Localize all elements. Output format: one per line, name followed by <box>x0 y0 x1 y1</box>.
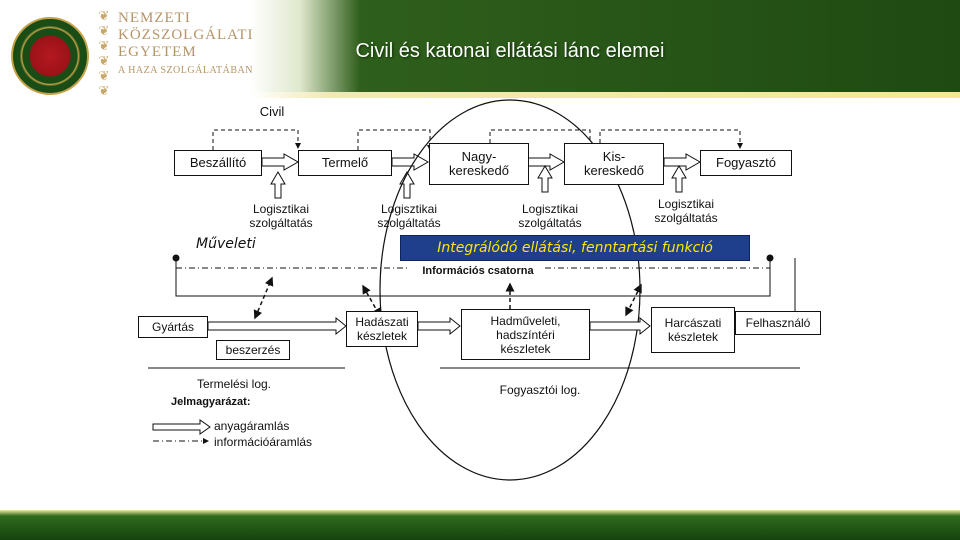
ornament-icon: ❦❦❦❦❦❦ <box>98 8 110 98</box>
legend-info-label: információáramlás <box>214 435 313 449</box>
service-label-1: Logisztikai szolgáltatás <box>249 202 313 230</box>
header-gold-line <box>0 92 960 98</box>
header-band <box>0 0 960 96</box>
logo-line3: EGYETEM <box>118 44 197 60</box>
service-label-3: Logisztikai szolgáltatás <box>518 202 582 230</box>
civil-material-arrows <box>261 153 702 171</box>
logo-line1: NEMZETI <box>118 10 191 26</box>
civil-label: Civil <box>259 104 285 119</box>
integration-banner: Integrálódó ellátási, fenntartási funkci… <box>400 235 750 261</box>
node-fogyaszto: Fogyasztó <box>700 150 792 176</box>
legend-title: Jelmagyarázat: <box>171 396 251 408</box>
slide-title: Civil és katonai ellátási lánc elemei <box>355 40 665 62</box>
node-gyartas: Gyártás <box>138 316 208 338</box>
footer-band <box>0 510 960 540</box>
node-kiskereskedo: Kis- kereskedő <box>564 143 664 185</box>
node-dot-left <box>172 254 180 262</box>
node-dot-right <box>766 254 774 262</box>
military-material-arrows <box>207 316 771 336</box>
node-termelo: Termelő <box>298 150 392 176</box>
service-label-2: Logisztikai szolgáltatás <box>377 202 441 230</box>
production-log-label: Termelési log. <box>196 377 272 391</box>
node-hadaszati: Hadászati készletek <box>346 311 418 347</box>
service-label-4: Logisztikai szolgáltatás <box>654 197 718 225</box>
node-felhasznalo: Felhasználó <box>735 311 821 335</box>
node-nagykereskedo: Nagy- kereskedő <box>429 143 529 185</box>
node-hadmuveleti: Hadműveleti, hadszíntéri készletek <box>461 309 590 360</box>
consumer-log-label: Fogyasztói log. <box>499 383 581 397</box>
logo-line4: A HAZA SZOLGÁLATÁBAN <box>118 65 253 76</box>
info-channel-label: Információs csatorna <box>422 265 534 277</box>
service-up-arrows <box>270 165 687 199</box>
logo-line2: KÖZSZOLGÁLATI <box>118 27 254 43</box>
university-seal-icon <box>11 17 89 95</box>
muveleti-label: Műveleti <box>196 236 256 252</box>
node-beszallito: Beszállító <box>174 150 262 176</box>
legend-material-arrow <box>152 419 211 435</box>
node-beszerzes: beszerzés <box>216 340 290 360</box>
node-harcaszati: Harcászati készletek <box>651 307 735 353</box>
university-logo-text: NEMZETI KÖZSZOLGÁLATI EGYETEM A HAZA SZO… <box>118 10 253 79</box>
legend-material-label: anyagáramlás <box>214 419 290 433</box>
